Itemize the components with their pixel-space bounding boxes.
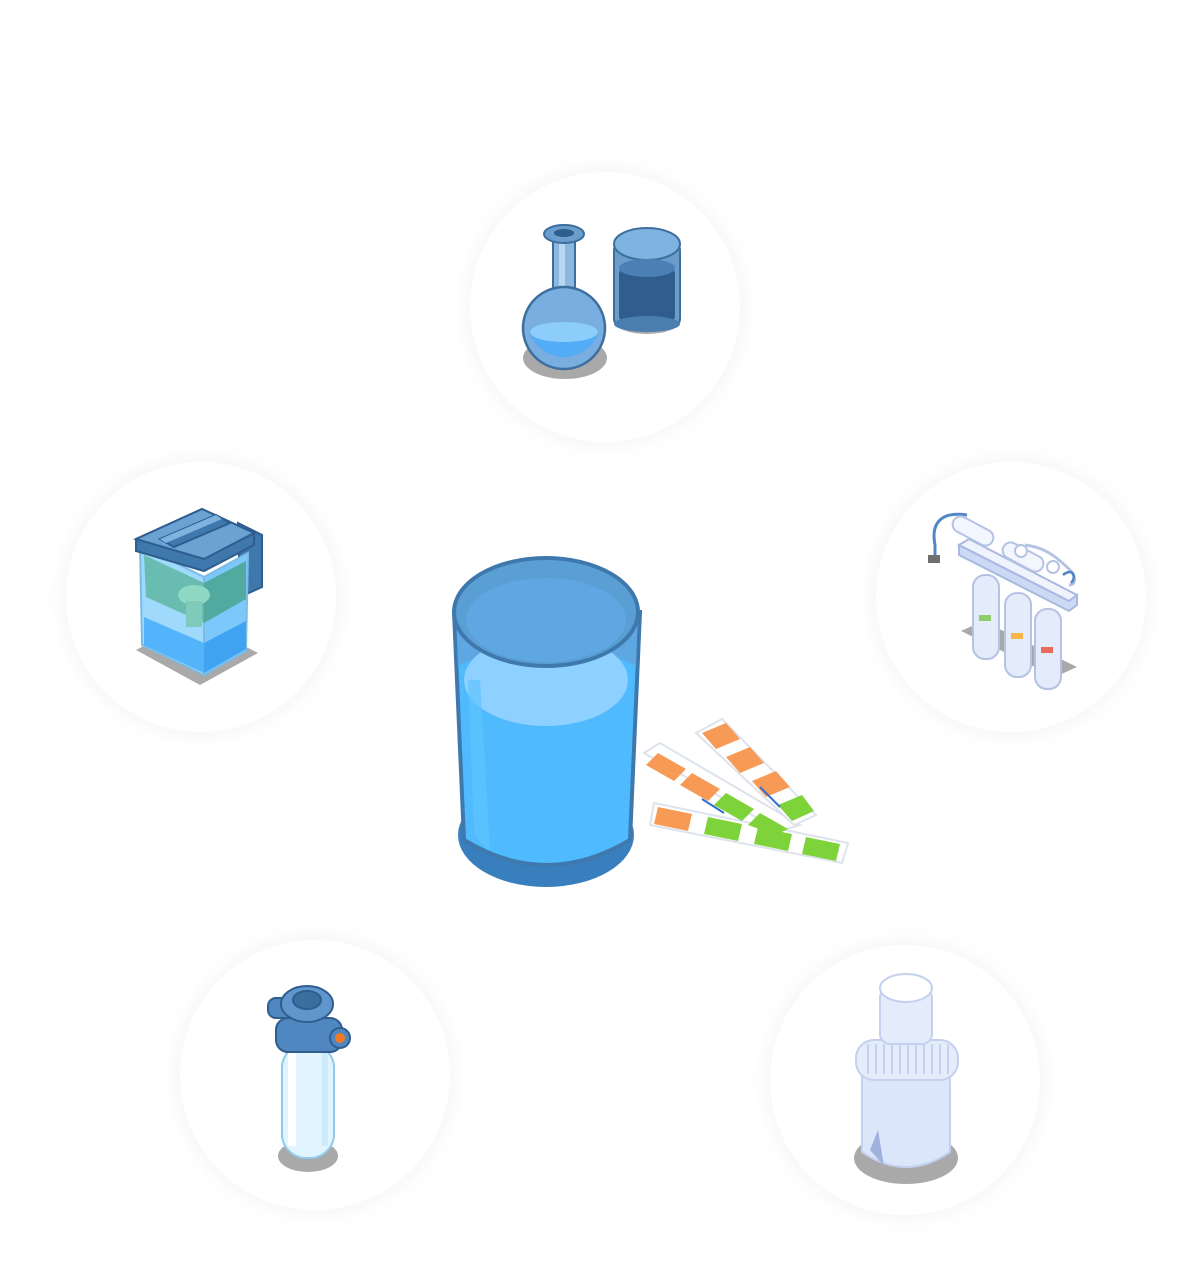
halo-top — [470, 172, 740, 442]
inline-filter-housing-icon — [262, 980, 357, 1180]
water-glass-icon — [450, 550, 645, 895]
filter-pitcher-icon — [130, 505, 270, 690]
reverse-osmosis-filter-icon — [925, 505, 1090, 695]
filter-cartridge-icon — [850, 970, 965, 1195]
lab-flask-and-beaker-icon — [515, 220, 695, 390]
test-strips-icon — [630, 715, 855, 870]
